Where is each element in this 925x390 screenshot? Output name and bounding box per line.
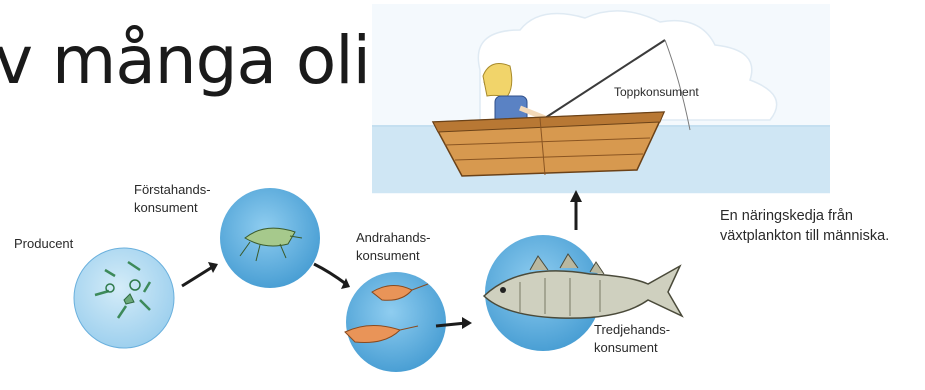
label-producer: Producent <box>14 236 73 252</box>
caption-line1: En näringskedja från <box>720 206 889 226</box>
label-tertiary-consumer-line2: konsument <box>594 340 658 356</box>
label-tertiary-consumer-line1: Tredjehands- <box>594 322 670 338</box>
secondary-consumer-circle <box>345 272 446 372</box>
label-top-consumer: Toppkonsument <box>614 84 699 100</box>
fishing-scene <box>372 4 830 194</box>
producer-circle <box>74 248 174 348</box>
caption-line2: växtplankton till människa. <box>720 226 889 246</box>
primary-consumer-circle <box>220 188 320 288</box>
arrow-producer-to-primary <box>182 266 214 286</box>
label-primary-consumer-line1: Förstahands- <box>134 182 211 198</box>
arrow-primary-to-secondary <box>314 264 346 284</box>
caption: En näringskedja från växtplankton till m… <box>720 206 889 246</box>
label-primary-consumer-line2: konsument <box>134 200 198 216</box>
label-secondary-consumer-line1: Andrahands- <box>356 230 430 246</box>
label-secondary-consumer-line2: konsument <box>356 248 420 264</box>
